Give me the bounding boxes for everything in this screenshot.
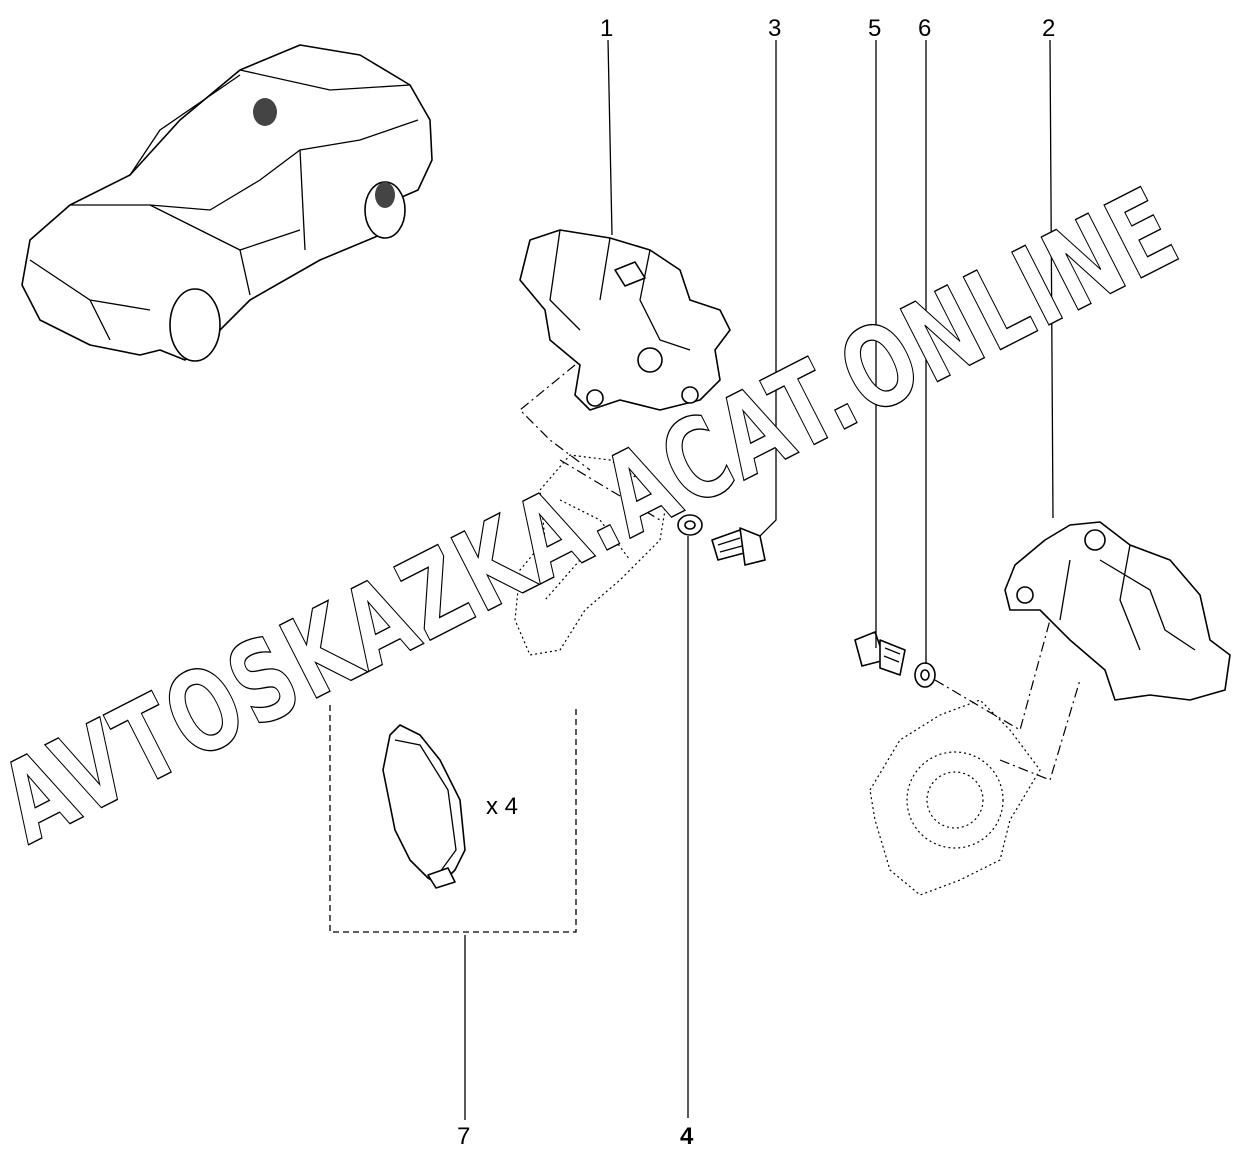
pad-kit-bracket: [329, 705, 577, 933]
leader-lines: [464, 39, 1054, 1120]
bolt-part-5: [854, 631, 906, 676]
callout-5: 5: [868, 15, 881, 42]
car-overview-illustration: [21, 44, 433, 362]
brake-pad: [382, 724, 466, 886]
quantity-note: x 4: [486, 793, 518, 820]
steering-knuckle-left-outline: [514, 454, 666, 656]
brake-caliper-right: [1004, 521, 1231, 701]
callout-6: 6: [918, 15, 931, 42]
callout-4: 4: [680, 1123, 694, 1150]
callout-7: 7: [457, 1123, 470, 1150]
assembly-line-caliper-1: [519, 364, 661, 521]
assembly-line-caliper-2: [934, 619, 1081, 781]
brake-pad-kit-7: x 4: [329, 705, 577, 933]
steering-knuckle-right-outline: [869, 699, 1041, 896]
washer-part-4: [677, 514, 703, 536]
bolt-part-3: [711, 527, 766, 566]
brake-caliper-left: [519, 229, 731, 411]
callout-3: 3: [768, 15, 781, 42]
callout-1: 1: [600, 15, 613, 42]
washer-part-6: [914, 662, 936, 688]
callout-2: 2: [1042, 15, 1055, 42]
